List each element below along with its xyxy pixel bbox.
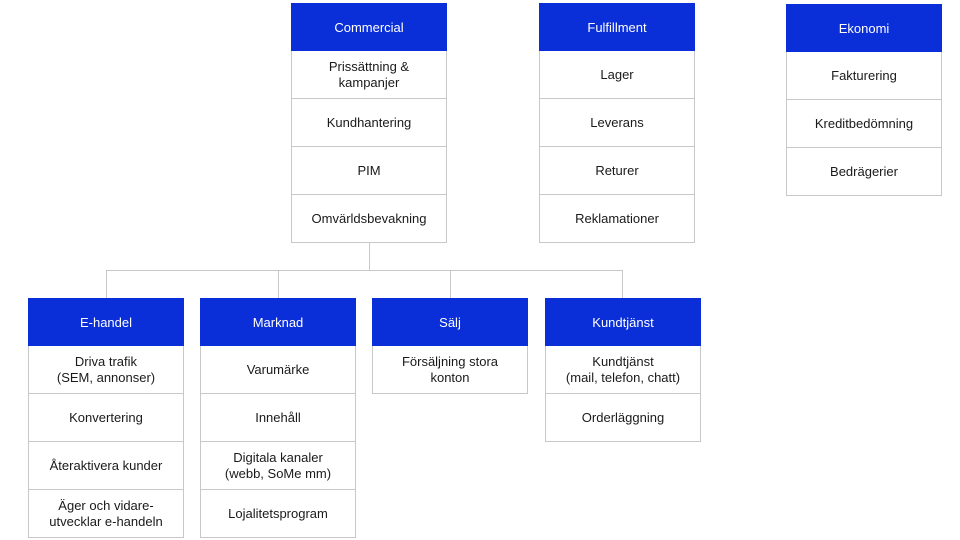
kundtjanst-header: Kundtjänst: [545, 298, 701, 346]
ehandel-item: Konvertering: [28, 394, 184, 442]
commercial-item: Omvärldsbevakning: [291, 195, 447, 243]
salj-item: Försäljning stora konton: [372, 346, 528, 394]
ehandel-item: Äger och vidare- utvecklar e-handeln: [28, 490, 184, 538]
ehandel-item: Återaktivera kunder: [28, 442, 184, 490]
ehandel-item: Driva trafik (SEM, annonser): [28, 346, 184, 394]
fulfillment-item: Leverans: [539, 99, 695, 147]
fulfillment-header: Fulfillment: [539, 3, 695, 51]
fulfillment-item: Reklamationer: [539, 195, 695, 243]
ekonomi-item: Fakturering: [786, 52, 942, 100]
marknad-column: Marknad Varumärke Innehåll Digitala kana…: [200, 298, 356, 538]
connector-marknad: [278, 270, 279, 298]
marknad-header: Marknad: [200, 298, 356, 346]
kundtjanst-item: Orderläggning: [545, 394, 701, 442]
fulfillment-item: Lager: [539, 51, 695, 99]
ehandel-column: E-handel Driva trafik (SEM, annonser) Ko…: [28, 298, 184, 538]
commercial-header: Commercial: [291, 3, 447, 51]
commercial-item: PIM: [291, 147, 447, 195]
marknad-item: Lojalitetsprogram: [200, 490, 356, 538]
connector-horizontal-bar: [106, 270, 623, 271]
fulfillment-column: Fulfillment Lager Leverans Returer Rekla…: [539, 3, 695, 243]
salj-header: Sälj: [372, 298, 528, 346]
marknad-item: Varumärke: [200, 346, 356, 394]
connector-ehandel: [106, 270, 107, 298]
commercial-item: Prissättning & kampanjer: [291, 51, 447, 99]
commercial-item: Kundhantering: [291, 99, 447, 147]
ekonomi-item: Kreditbedömning: [786, 100, 942, 148]
connector-kundtjanst: [622, 270, 623, 298]
fulfillment-item: Returer: [539, 147, 695, 195]
ekonomi-column: Ekonomi Fakturering Kreditbedömning Bedr…: [786, 4, 942, 196]
ehandel-header: E-handel: [28, 298, 184, 346]
kundtjanst-item: Kundtjänst (mail, telefon, chatt): [545, 346, 701, 394]
ekonomi-header: Ekonomi: [786, 4, 942, 52]
connector-commercial-down: [369, 243, 370, 270]
commercial-column: Commercial Prissättning & kampanjer Kund…: [291, 3, 447, 243]
salj-column: Sälj Försäljning stora konton: [372, 298, 528, 394]
kundtjanst-column: Kundtjänst Kundtjänst (mail, telefon, ch…: [545, 298, 701, 442]
ekonomi-item: Bedrägerier: [786, 148, 942, 196]
marknad-item: Digitala kanaler (webb, SoMe mm): [200, 442, 356, 490]
connector-salj: [450, 270, 451, 298]
marknad-item: Innehåll: [200, 394, 356, 442]
